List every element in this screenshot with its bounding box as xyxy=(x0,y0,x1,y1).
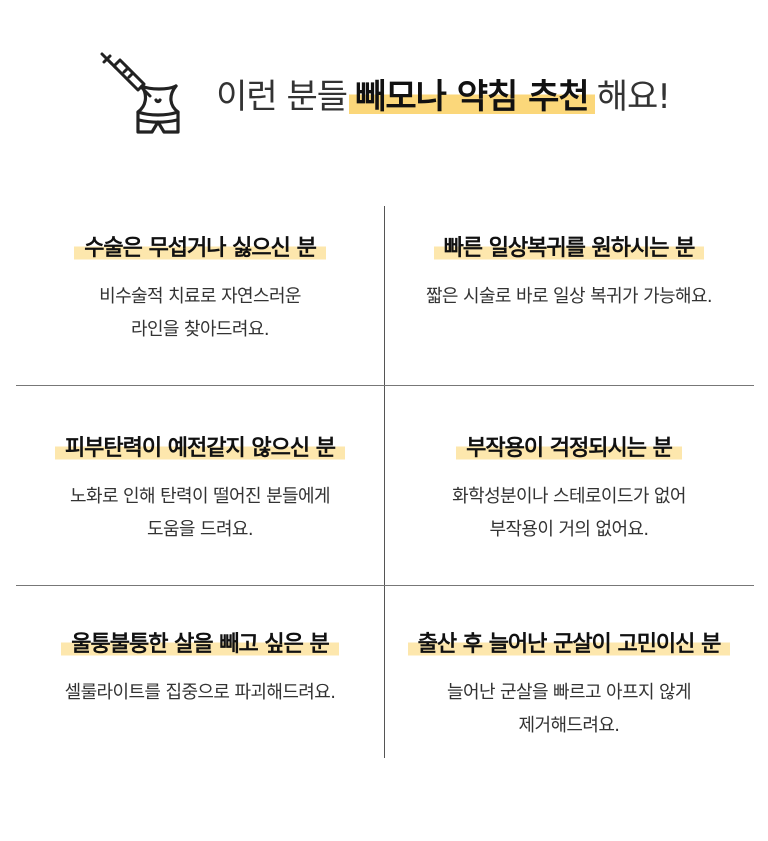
title-prefix: 이런 분들 xyxy=(216,76,348,117)
cell-desc-line: 제거해드려요. xyxy=(518,715,620,736)
title-suffix: 해요! xyxy=(596,76,671,117)
cell-desc: 노화로 인해 탄력이 떨어진 분들에게 도움을 드려요. xyxy=(70,480,330,546)
cell-postpartum: 출산 후 늘어난 군살이 고민이신 분 늘어난 군살을 빠르고 아프지 않게 제… xyxy=(385,602,753,782)
cell-desc: 셀룰라이트를 집중으로 파괴해드려요. xyxy=(65,676,336,709)
cell-cellulite: 울퉁불퉁한 살을 빼고 싶은 분 셀룰라이트를 집중으로 파괴해드려요. xyxy=(16,602,384,782)
cell-title: 수술은 무섭거나 싫으신 분 xyxy=(74,230,326,262)
cell-desc-line: 라인을 찾아드려요. xyxy=(131,319,270,340)
grid-divider-1 xyxy=(16,385,754,386)
cell-title: 울퉁불퉁한 살을 빼고 싶은 분 xyxy=(61,626,339,658)
cell-title: 부작용이 걱정되시는 분 xyxy=(456,430,682,462)
cell-title: 빠른 일상복귀를 원하시는 분 xyxy=(433,230,705,262)
cell-desc: 비수술적 치료로 자연스러운 라인을 찾아드려요. xyxy=(99,280,301,346)
title-highlight: 빼모나 약침 추천 xyxy=(349,68,595,118)
cell-desc: 늘어난 군살을 빠르고 아프지 않게 제거해드려요. xyxy=(447,676,692,742)
cell-desc-line: 비수술적 치료로 자연스러운 xyxy=(99,286,301,307)
grid-vertical-divider xyxy=(384,206,385,758)
page-title: 이런 분들 빼모나 약침 추천 해요! xyxy=(216,68,671,118)
recommendation-grid: 수술은 무섭거나 싫으신 분 비수술적 치료로 자연스러운 라인을 찾아드려요.… xyxy=(16,206,754,758)
cell-quick-recovery: 빠른 일상복귀를 원하시는 분 짧은 시술로 바로 일상 복귀가 가능해요. xyxy=(385,206,753,386)
cell-desc-line: 화학성분이나 스테로이드가 없어 xyxy=(452,486,686,507)
cell-desc: 짧은 시술로 바로 일상 복귀가 가능해요. xyxy=(425,280,713,313)
grid-divider-2 xyxy=(16,585,754,586)
cell-side-effects: 부작용이 걱정되시는 분 화학성분이나 스테로이드가 없어 부작용이 거의 없어… xyxy=(385,406,753,586)
header: 이런 분들 빼모나 약침 추천 해요! xyxy=(0,48,768,138)
syringe-waist-icon xyxy=(100,52,180,134)
cell-skin-elasticity: 피부탄력이 예전같지 않으신 분 노화로 인해 탄력이 떨어진 분들에게 도움을… xyxy=(16,406,384,586)
cell-desc-line: 짧은 시술로 바로 일상 복귀가 가능해요. xyxy=(425,286,713,307)
cell-desc-line: 늘어난 군살을 빠르고 아프지 않게 xyxy=(447,682,692,703)
cell-surgery-fear: 수술은 무섭거나 싫으신 분 비수술적 치료로 자연스러운 라인을 찾아드려요. xyxy=(16,206,384,386)
cell-desc-line: 부작용이 거의 없어요. xyxy=(489,519,649,540)
cell-desc-line: 노화로 인해 탄력이 떨어진 분들에게 xyxy=(70,486,330,507)
cell-desc-line: 셀룰라이트를 집중으로 파괴해드려요. xyxy=(64,682,336,703)
cell-desc: 화학성분이나 스테로이드가 없어 부작용이 거의 없어요. xyxy=(452,480,686,546)
cell-title: 출산 후 늘어난 군살이 고민이신 분 xyxy=(407,626,731,658)
cell-title: 피부탄력이 예전같지 않으신 분 xyxy=(54,430,346,462)
cell-desc-line: 도움을 드려요. xyxy=(146,519,254,540)
